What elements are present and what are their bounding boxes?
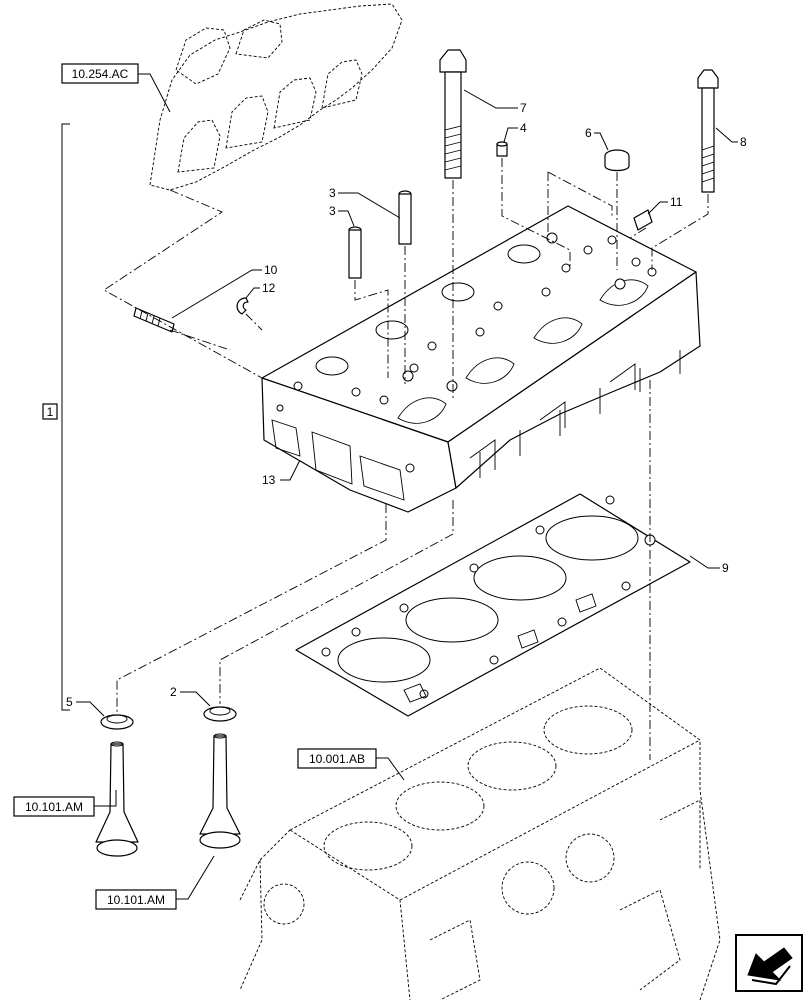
svg-text:6: 6: [585, 126, 592, 140]
callout-12: 12: [245, 281, 276, 299]
callout-3a: 3: [329, 186, 401, 219]
svg-text:11: 11: [670, 195, 683, 209]
small-dowel: [496, 141, 508, 157]
callout-8: 8: [715, 127, 747, 149]
svg-text:3: 3: [329, 204, 336, 218]
plug: [633, 209, 653, 231]
ref-label-engine-block: 10.001.AB: [309, 752, 365, 766]
svg-text:7: 7: [520, 101, 527, 115]
assembly-label: 1: [47, 405, 54, 419]
svg-text:9: 9: [722, 561, 729, 575]
svg-text:2: 2: [170, 685, 177, 699]
ref-box-engine-block[interactable]: 10.001.AB: [297, 748, 405, 781]
ref-label-exhaust-valve: 10.101.AM: [25, 800, 83, 814]
callout-3b: 3: [329, 204, 355, 227]
stud: [133, 307, 175, 333]
assembly-bracket: 1: [42, 123, 70, 711]
dowel-pin-long: [398, 190, 412, 245]
cylinder-head: [261, 205, 701, 513]
ref-label-exhaust-manifold: 10.254.AC: [72, 67, 129, 81]
svg-text:12: 12: [262, 281, 276, 295]
callout-5: 5: [66, 695, 105, 717]
callout-4: 4: [503, 121, 527, 143]
svg-text:8: 8: [740, 135, 747, 149]
svg-text:5: 5: [66, 695, 73, 709]
injector-sleeve: [604, 149, 630, 172]
head-gasket: [295, 493, 691, 717]
direction-arrow-icon[interactable]: [735, 934, 803, 992]
callout-13: 13: [262, 459, 301, 487]
intake-valve: [199, 706, 241, 849]
svg-text:13: 13: [262, 473, 276, 487]
head-bolt-long: [439, 49, 467, 179]
exhaust-manifold: [149, 3, 403, 191]
ref-box-intake-valve[interactable]: 10.101.AM: [95, 855, 215, 910]
callout-9: 9: [689, 555, 729, 575]
ref-label-intake-valve: 10.101.AM: [107, 893, 165, 907]
svg-text:3: 3: [329, 186, 336, 200]
assembly-lines: [103, 158, 709, 760]
callout-11: 11: [647, 195, 683, 215]
callout-2: 2: [170, 685, 211, 707]
callout-6: 6: [585, 126, 609, 151]
callout-10: 10: [171, 263, 278, 319]
svg-text:10: 10: [264, 263, 278, 277]
dowel-pin-short: [348, 226, 362, 279]
exhaust-valve: [95, 714, 139, 857]
svg-text:4: 4: [520, 121, 527, 135]
engine-block: [239, 667, 721, 1000]
retaining-ring: [236, 297, 249, 315]
head-bolt-short: [697, 69, 719, 193]
callout-7: 7: [463, 89, 527, 115]
ref-box-exhaust-manifold[interactable]: 10.254.AC: [61, 63, 171, 113]
ref-box-exhaust-valve[interactable]: 10.101.AM: [13, 790, 117, 817]
